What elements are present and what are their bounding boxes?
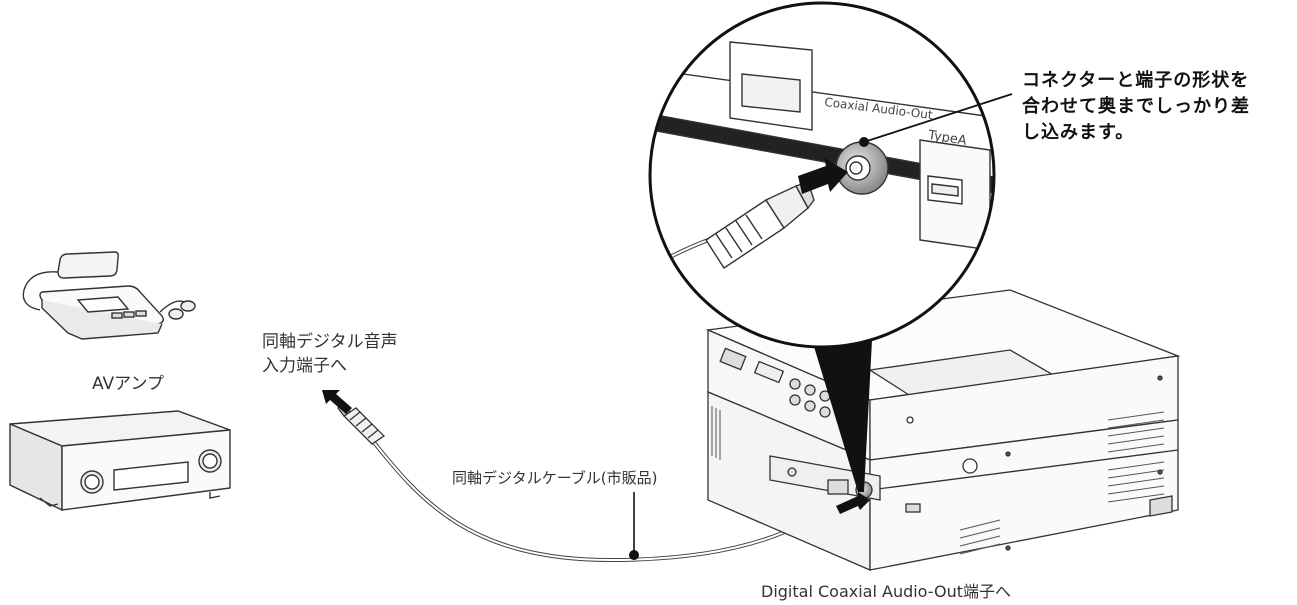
av-amplifier-icon: [9, 410, 231, 512]
magnifier-wedge: [812, 340, 872, 492]
callout-line-3: し込みます。: [1022, 122, 1135, 143]
cable-label: 同軸デジタルケーブル(市販品): [452, 469, 658, 487]
insert-arrow-icon: [836, 492, 870, 514]
callout-line-1: コネクターと端子の形状を: [1022, 70, 1250, 91]
magnified-view: [648, 1, 1013, 349]
cable-leader-dot: [629, 550, 639, 560]
output-terminal-label: Digital Coaxial Audio-Out端子へ: [761, 582, 1011, 601]
direction-arrow-icon: [322, 390, 352, 414]
input-terminal-label-2: 入力端子へ: [262, 356, 347, 376]
portable-player-icon: [22, 251, 196, 340]
input-terminal-label-1: 同軸デジタル音声: [262, 332, 398, 352]
callout-line-2: 合わせて奥までしっかり差: [1022, 96, 1250, 117]
insert-arrow-large-icon: [798, 158, 848, 194]
amp-label: AVアンプ: [92, 374, 164, 394]
